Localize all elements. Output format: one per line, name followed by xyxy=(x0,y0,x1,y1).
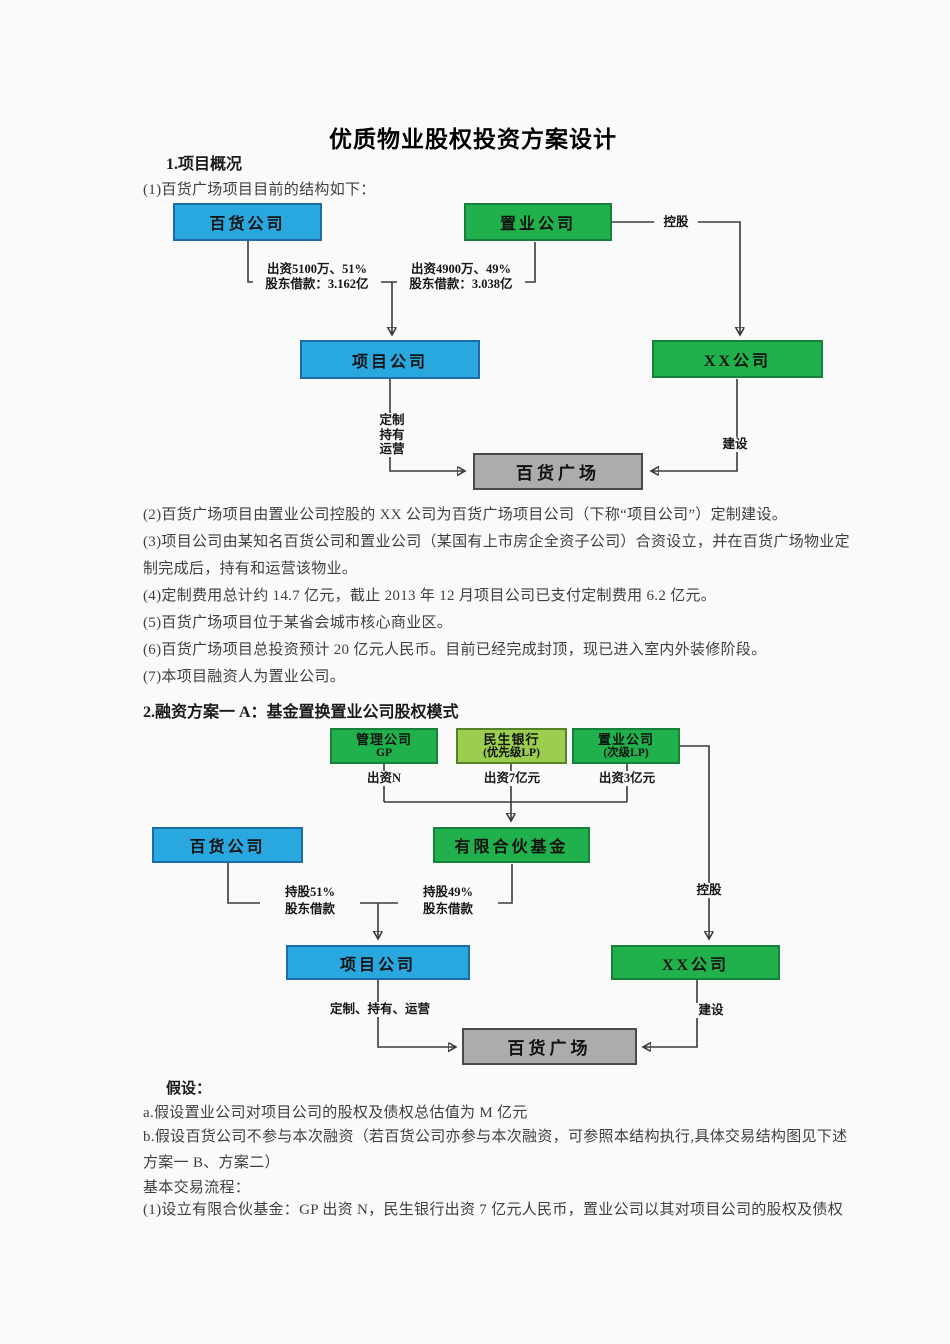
d1-box-property-co: 置业公司 xyxy=(464,203,612,241)
box-label: 置业公司 xyxy=(597,732,654,747)
connector-xx-to-plaza-d1 xyxy=(652,379,738,471)
paragraph-line: (6)百货广场项目总投资预计 20 亿元人民币。目前已经完成封顶，现已进入室内外… xyxy=(143,642,767,658)
paragraph-line: 基本交易流程： xyxy=(143,1180,251,1196)
box-label: 有限合伙基金 xyxy=(454,839,569,856)
section2-heading: 2.融资方案一 A：基金置换置业公司股权模式 xyxy=(143,704,459,721)
label-line: 持股51% xyxy=(284,885,335,899)
d1-box-xx-co: XX公司 xyxy=(652,340,823,378)
d2-label-holding-49: 持股49% 股东借款 xyxy=(398,884,498,918)
box-label: (次级LP) xyxy=(603,747,649,759)
box-label: 项目公司 xyxy=(339,956,416,974)
d2-label-contribution-700m: 出资7亿元 xyxy=(481,771,543,786)
label-line: 定制 xyxy=(379,413,405,427)
section1-heading: 1.项目概况 xyxy=(166,156,243,173)
box-label: 百货公司 xyxy=(209,216,286,233)
box-label: 百货公司 xyxy=(189,839,266,856)
box-label: 民生银行 xyxy=(483,732,540,747)
d2-label-controlling: 控股 xyxy=(687,883,731,898)
paragraph-line: (1)设立有限合伙基金：GP 出资 N，民生银行出资 7 亿元人民币，置业公司以… xyxy=(143,1202,844,1218)
label-line: 股东借款：3.038亿 xyxy=(409,277,513,291)
d1-label-construction: 建设 xyxy=(713,437,757,452)
paragraph-line: (3)项目公司由某知名百货公司和置业公司（某国有上市房企全资子公司）合资设立，并… xyxy=(143,534,850,550)
d2-label-construction: 建设 xyxy=(689,1003,733,1018)
paragraph-line: (2)百货广场项目由置业公司控股的 XX 公司为百货广场项目公司（下称“项目公司… xyxy=(143,507,788,523)
d1-label-invest-left: 出资5100万、51% 股东借款：3.162亿 xyxy=(253,262,381,292)
d2-box-xx-co: XX公司 xyxy=(611,945,780,980)
paragraph-line: (7)本项目融资人为置业公司。 xyxy=(143,669,345,685)
d2-label-custom-hold-operate: 定制、持有、运营 xyxy=(308,1002,452,1017)
paragraph-line: (1)百货广场项目目前的结构如下： xyxy=(143,182,376,198)
d2-box-department-store-co: 百货公司 xyxy=(152,827,303,863)
label-line: 出资4900万、49% xyxy=(410,262,511,276)
paragraph-line: b.假设百货公司不参与本次融资（若百货公司亦参与本次融资，可参照本结构执行,具体… xyxy=(143,1129,848,1145)
paragraph-line: (4)定制费用总计约 14.7 亿元，截止 2013 年 12 月项目公司已支付… xyxy=(143,588,717,604)
d2-box-project-co: 项目公司 xyxy=(286,945,470,980)
d1-label-invest-right: 出资4900万、49% 股东借款：3.038亿 xyxy=(397,262,525,292)
connector-konggu-d1 xyxy=(612,221,740,334)
box-label: XX公司 xyxy=(703,353,772,370)
d1-label-custom-hold-operate: 定制 持有 运营 xyxy=(370,413,414,457)
assumptions-heading: 假设： xyxy=(166,1081,212,1097)
box-label: GP xyxy=(376,747,392,759)
page-title: 优质物业股权投资方案设计 xyxy=(329,127,617,152)
label-line: 股东借款：3.162亿 xyxy=(265,277,369,291)
paragraph-line: 方案一 B、方案二） xyxy=(143,1155,280,1171)
paragraph-line: (5)百货广场项目位于某省会城市核心商业区。 xyxy=(143,615,453,631)
label-line: 股东借款 xyxy=(422,902,473,916)
d1-box-plaza: 百货广场 xyxy=(473,453,643,490)
d2-label-holding-51: 持股51% 股东借款 xyxy=(260,884,360,918)
d2-label-contribution-n: 出资N xyxy=(353,771,415,786)
box-label: 百货广场 xyxy=(516,464,600,483)
d2-box-property-co-junior-lp: 置业公司 (次级LP) xyxy=(572,728,680,764)
label-line: 股东借款 xyxy=(284,902,335,916)
box-label: 置业公司 xyxy=(499,216,576,233)
d2-box-management-co-gp: 管理公司 GP xyxy=(330,728,438,764)
d2-box-minsheng-bank-senior-lp: 民生银行 (优先级LP) xyxy=(456,728,567,764)
label-line: 出资5100万、51% xyxy=(266,262,367,276)
label-line: 持有 xyxy=(379,427,405,442)
box-label: (优先级LP) xyxy=(483,747,540,759)
connector-konggu-d2 xyxy=(680,745,709,938)
paragraph-line: a.假设置业公司对项目公司的股权及债权总估值为 M 亿元 xyxy=(143,1105,528,1121)
d1-label-controlling: 控股 xyxy=(654,215,698,230)
d2-box-plaza: 百货广场 xyxy=(462,1028,637,1065)
d1-box-department-store-co: 百货公司 xyxy=(173,203,322,241)
d1-box-project-co: 项目公司 xyxy=(300,340,480,379)
paragraph-line: 制完成后，持有和运营该物业。 xyxy=(143,561,358,577)
box-label: 项目公司 xyxy=(351,353,428,371)
d2-label-contribution-300m: 出资3亿元 xyxy=(596,771,658,786)
box-label: XX公司 xyxy=(661,956,730,974)
box-label: 管理公司 xyxy=(355,732,412,747)
box-label: 百货广场 xyxy=(507,1039,592,1058)
label-line: 持股49% xyxy=(422,885,473,899)
d2-box-limited-partnership-fund: 有限合伙基金 xyxy=(433,827,590,863)
label-line: 运营 xyxy=(379,442,405,456)
